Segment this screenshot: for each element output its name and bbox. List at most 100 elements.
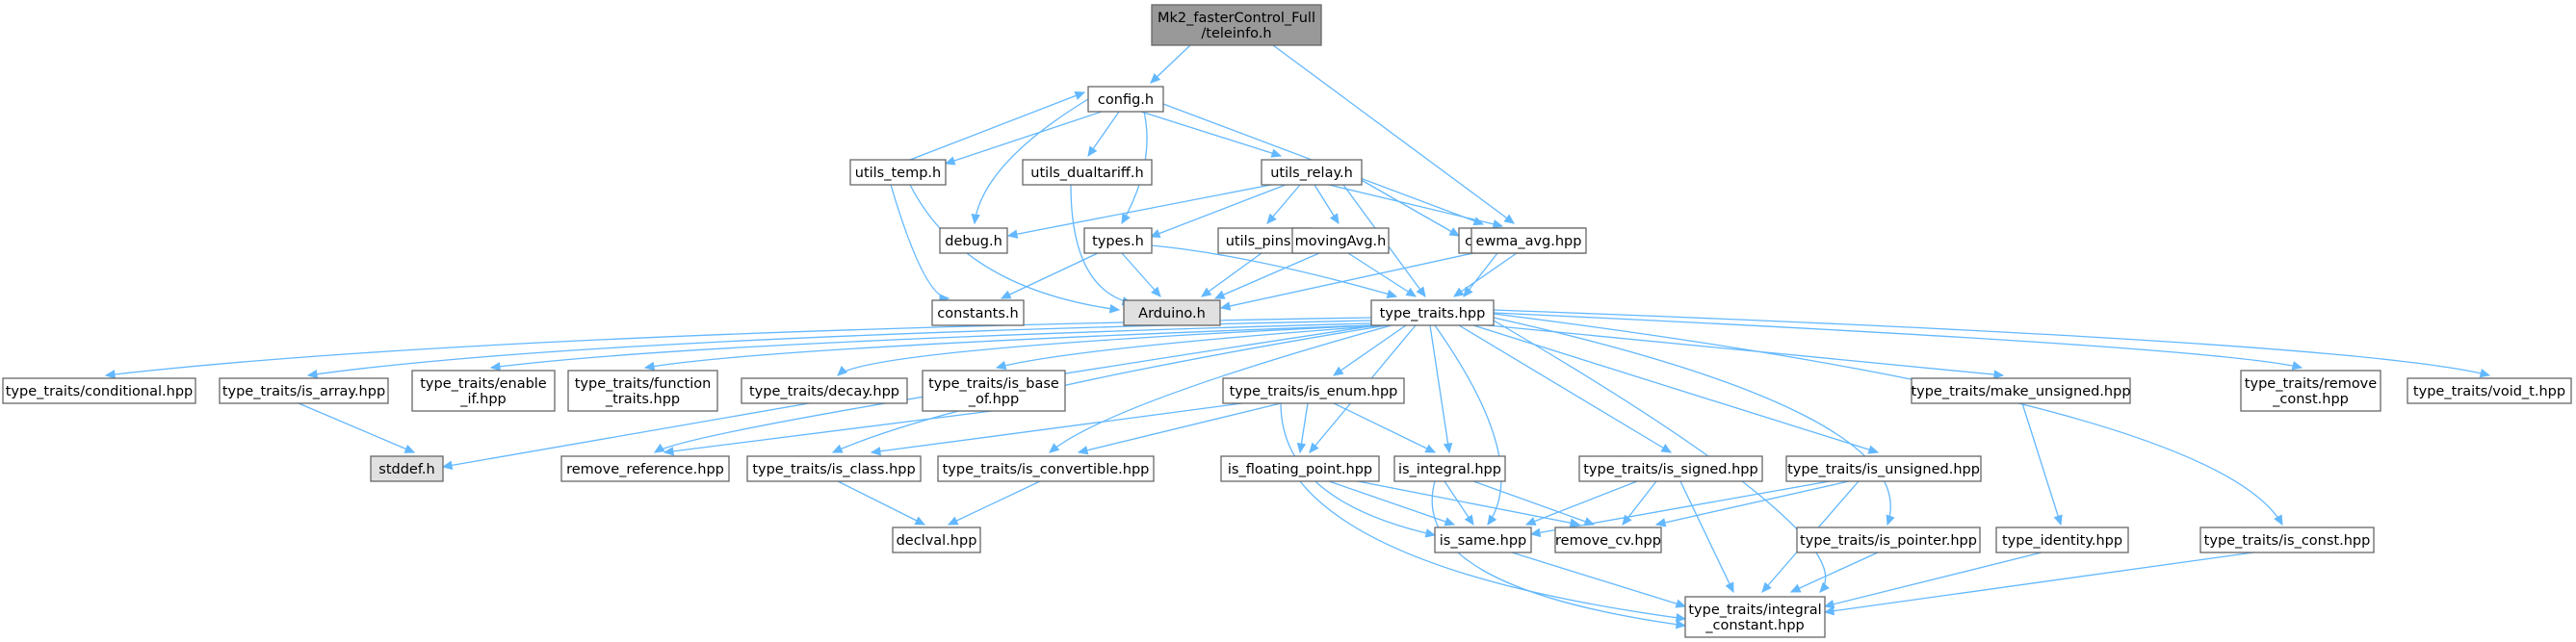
edge-arrowhead bbox=[1524, 517, 1537, 526]
node-is-const[interactable]: type_traits/is_const.hpp bbox=[2199, 526, 2375, 553]
edge-arrowhead bbox=[1000, 290, 1012, 299]
node-label: type_traits/is_class.hpp bbox=[752, 462, 915, 477]
edge-line bbox=[871, 402, 1243, 453]
node-is-signed[interactable]: type_traits/is_signed.hpp bbox=[1578, 455, 1763, 482]
edge-arrowhead bbox=[1789, 583, 1802, 593]
node-enable-if[interactable]: type_traits/enable_if.hpp bbox=[411, 370, 556, 412]
node-is-pointer[interactable]: type_traits/is_pointer.hpp bbox=[1796, 526, 1981, 553]
node-config[interactable]: config.h bbox=[1087, 86, 1164, 113]
edge-arrowhead bbox=[1150, 72, 1161, 84]
edge-arrowhead bbox=[1444, 517, 1456, 526]
node-types[interactable]: types.h bbox=[1083, 227, 1153, 254]
node-type-identity[interactable]: type_identity.hpp bbox=[1995, 526, 2129, 553]
edge-line bbox=[1280, 402, 1436, 536]
node-is-floating-point[interactable]: is_floating_point.hpp bbox=[1220, 455, 1380, 482]
node-label: declval.hpp bbox=[897, 533, 977, 549]
node-arduino[interactable]: Arduino.h bbox=[1123, 299, 1221, 326]
edge-is_enum-to-is_same bbox=[1280, 402, 1437, 538]
node-box bbox=[1393, 455, 1506, 482]
node-utils-temp[interactable]: utils_temp.h bbox=[849, 159, 947, 186]
edge-type_traits-to-void_t bbox=[1493, 309, 2491, 378]
node-void-t[interactable]: type_traits/void_t.hpp bbox=[2407, 377, 2572, 404]
edge-movingAvg-to-type_traits bbox=[1347, 252, 1418, 297]
edge-config-to-utils_relay bbox=[1140, 111, 1283, 158]
edge-line bbox=[948, 480, 1041, 526]
node-remove-cv[interactable]: remove_cv.hpp bbox=[1554, 526, 1662, 553]
edge-arrowhead bbox=[2291, 361, 2303, 371]
node-is-convertible[interactable]: type_traits/is_convertible.hpp bbox=[937, 455, 1155, 482]
edge-arrowhead bbox=[995, 360, 1007, 371]
edge-is_floating_point-to-integral_constant bbox=[1299, 480, 1687, 623]
edge-config_system-to-type_traits bbox=[1463, 252, 1498, 297]
node-remove-const[interactable]: type_traits/remove_const.hpp bbox=[2240, 370, 2381, 412]
node-is-array[interactable]: type_traits/is_array.hpp bbox=[219, 377, 389, 404]
edge-arrowhead bbox=[306, 369, 319, 379]
edge-line bbox=[909, 184, 1120, 311]
edge-is_enum-to-is_class bbox=[870, 402, 1243, 456]
edge-arrowhead bbox=[1725, 581, 1734, 594]
edge-line bbox=[1070, 184, 1132, 304]
edge-arrowhead bbox=[2053, 514, 2063, 526]
edge-arrowhead bbox=[441, 460, 454, 471]
edge-arrowhead bbox=[1529, 527, 1542, 538]
edge-arrowhead bbox=[1886, 514, 1895, 526]
node-ewma-avg[interactable]: ewma_avg.hpp bbox=[1470, 227, 1587, 254]
edge-line bbox=[1511, 552, 1686, 607]
edge-arrowhead bbox=[2274, 514, 2283, 526]
edge-type_traits-to-is_pointer bbox=[1493, 317, 1895, 526]
nodes-layer: Mk2_fasterControl_Full/teleinfo.h config.… bbox=[2, 4, 2572, 638]
node-debug[interactable]: debug.h bbox=[939, 227, 1008, 254]
node-decay[interactable]: type_traits/decay.hpp bbox=[741, 377, 908, 404]
node-label: type_traits/is_const.hpp bbox=[2204, 533, 2371, 549]
edge-line bbox=[1472, 480, 1595, 526]
edge-type_traits-to-conditional bbox=[104, 317, 1372, 379]
edge-arrowhead bbox=[1270, 148, 1283, 158]
node-declval[interactable]: declval.hpp bbox=[892, 526, 981, 553]
edge-arrowhead bbox=[1675, 599, 1687, 608]
edge-is_enum-to-is_integral bbox=[1333, 402, 1437, 453]
node-label: is_integral.hpp bbox=[1398, 462, 1501, 477]
edge-arrowhead bbox=[1121, 213, 1131, 225]
node-is-class[interactable]: type_traits/is_class.hpp bbox=[746, 455, 922, 482]
edge-is_floating_point-to-is_same bbox=[1328, 480, 1456, 526]
node-is-integral[interactable]: is_integral.hpp bbox=[1393, 455, 1506, 482]
edge-teleinfo-to-config bbox=[1150, 44, 1191, 84]
node-is-enum[interactable]: type_traits/is_enum.hpp bbox=[1222, 377, 1405, 404]
node-label: type_traits/is_signed.hpp bbox=[1583, 462, 1757, 477]
node-is-base-of[interactable]: type_traits/is_base_of.hpp bbox=[922, 370, 1066, 412]
node-movingAvg[interactable]: movingAvg.h bbox=[1291, 227, 1390, 254]
node-utils-relay[interactable]: utils_relay.h bbox=[1261, 159, 1363, 186]
node-type-traits[interactable]: type_traits.hpp bbox=[1370, 299, 1495, 326]
node-function-traits[interactable]: type_traits/function_traits.hpp bbox=[567, 370, 718, 412]
edge-type_traits-to-is_integral bbox=[1429, 324, 1453, 454]
node-box bbox=[1022, 159, 1153, 186]
edge-arrowhead bbox=[1463, 286, 1473, 297]
edge-arrowhead bbox=[1332, 366, 1344, 376]
node-teleinfo[interactable]: Mk2_fasterControl_Full/teleinfo.h bbox=[1151, 4, 1322, 46]
edge-line bbox=[1357, 480, 1580, 526]
node-integral-constant[interactable]: type_traits/integral_constant.hpp bbox=[1684, 596, 1826, 638]
node-label: movingAvg.h bbox=[1295, 234, 1387, 249]
node-conditional[interactable]: type_traits/conditional.hpp bbox=[2, 377, 196, 404]
edge-line bbox=[945, 109, 1108, 165]
edge-arrowhead bbox=[1266, 213, 1277, 224]
edge-line bbox=[1214, 252, 1320, 299]
edge-arrowhead bbox=[1309, 442, 1319, 453]
node-stddef[interactable]: stddef.h bbox=[370, 455, 444, 482]
edge-line bbox=[1333, 402, 1436, 453]
edge-type_traits-to-is_enum bbox=[1332, 324, 1407, 376]
edge-is_signed-to-integral_constant bbox=[1679, 480, 1734, 594]
edge-line bbox=[654, 324, 1378, 453]
edge-line bbox=[1201, 252, 1262, 297]
node-make-unsigned[interactable]: type_traits/make_unsigned.hpp bbox=[1911, 377, 2131, 404]
edge-type_traits-to-is_signed bbox=[1458, 324, 1673, 453]
node-is-unsigned[interactable]: type_traits/is_unsigned.hpp bbox=[1785, 455, 1982, 482]
node-is-same[interactable]: is_same.hpp bbox=[1434, 526, 1532, 553]
node-box bbox=[1684, 596, 1826, 638]
node-constants[interactable]: constants.h bbox=[931, 299, 1025, 326]
node-box bbox=[1578, 455, 1763, 482]
edge-line bbox=[1299, 480, 1686, 620]
edge-arrowhead bbox=[1151, 286, 1161, 297]
node-utils-dualtariff[interactable]: utils_dualtariff.h bbox=[1022, 159, 1153, 186]
node-remove-reference[interactable]: remove_reference.hpp bbox=[560, 455, 730, 482]
